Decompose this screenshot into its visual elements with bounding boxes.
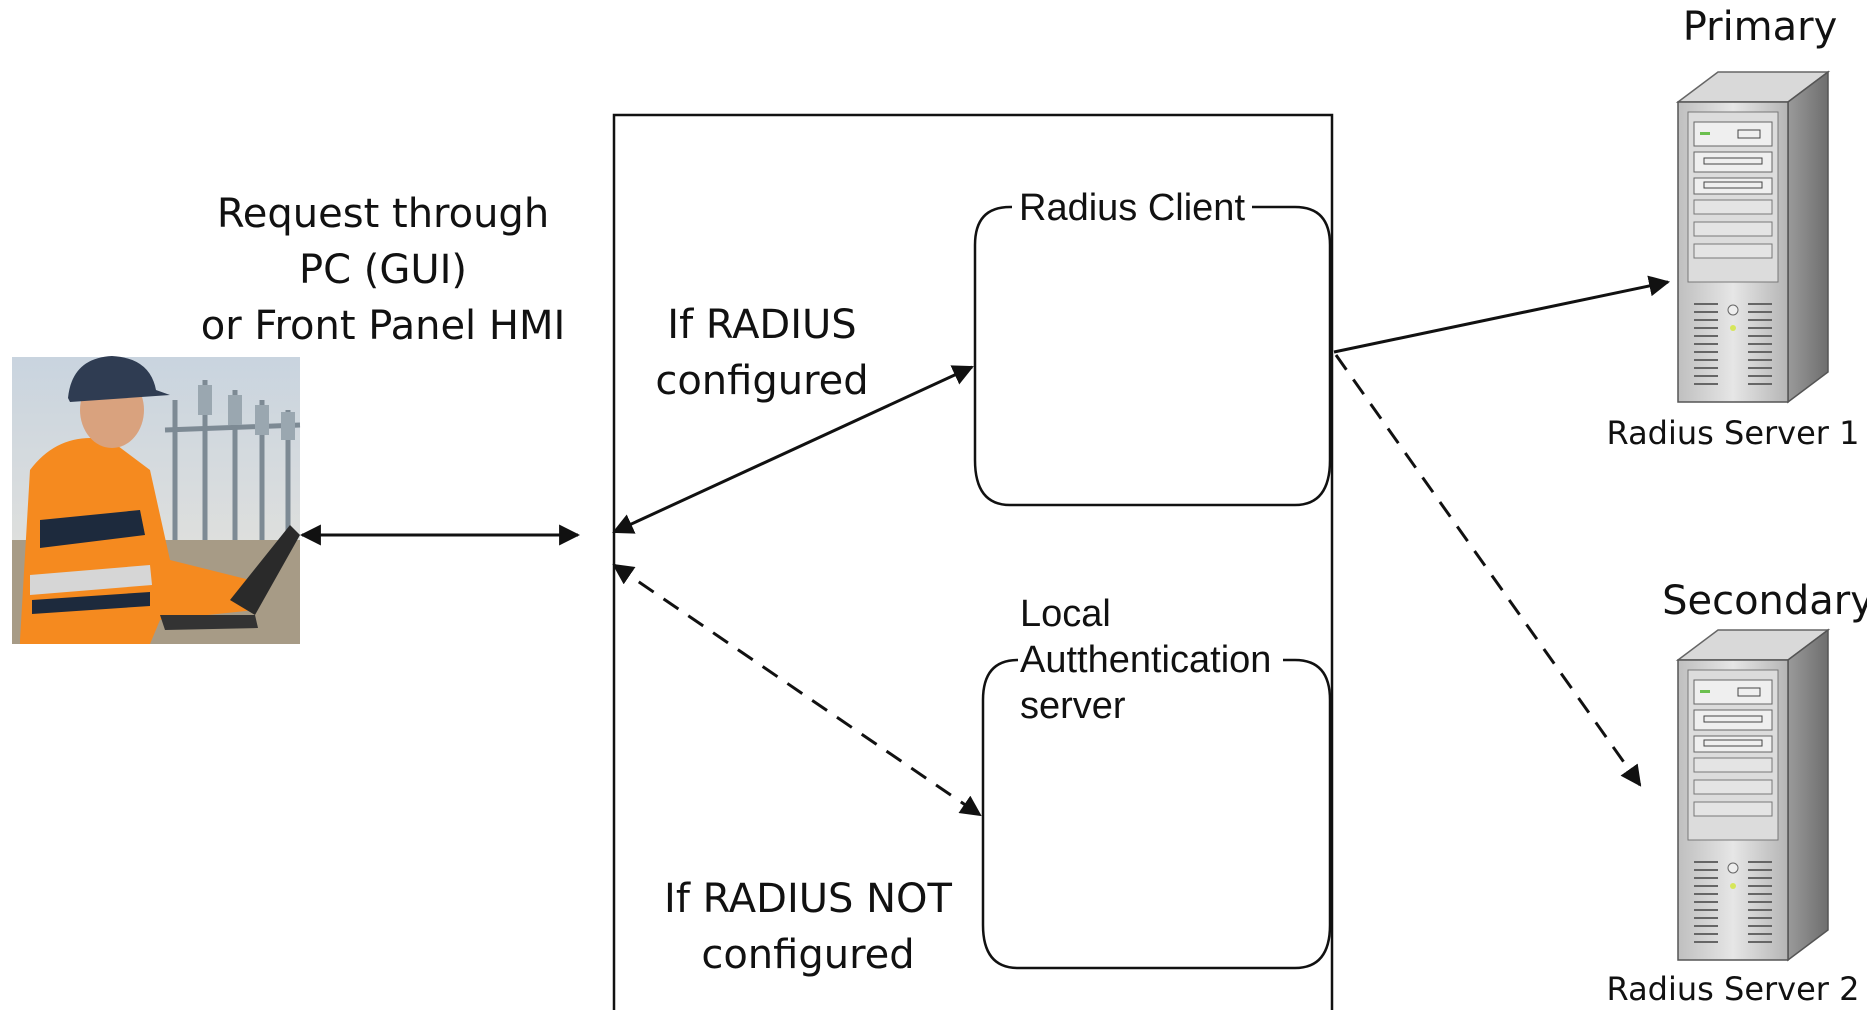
server1-label: Radius Server 1	[1607, 414, 1860, 452]
cond-not-radius-line-2: configured	[701, 932, 914, 978]
local-auth-box	[981, 658, 1332, 970]
primary-server-arrow	[1333, 275, 1671, 354]
primary-label: Primary	[1683, 4, 1838, 50]
radius-client-box	[973, 205, 1332, 507]
secondary-label: Secondary	[1662, 578, 1867, 624]
request-line-3: or Front Panel HMI	[201, 303, 566, 349]
cond-radius-line-1: If RADIUS	[667, 302, 856, 348]
device-box	[612, 113, 1334, 1010]
request-line-1: Request through	[217, 191, 549, 237]
person-photo-icon	[12, 356, 301, 644]
secondary-server-arrow	[1334, 354, 1642, 787]
server-tower-icon	[1677, 71, 1829, 403]
server2-label: Radius Server 2	[1607, 970, 1860, 1008]
radius-client-arrow	[612, 365, 974, 534]
cond-not-radius-line-1: If RADIUS NOT	[664, 876, 953, 922]
request-line-2: PC (GUI)	[299, 247, 467, 293]
local-auth-line-3: server	[1020, 685, 1126, 727]
local-auth-arrow	[612, 563, 982, 817]
server-tower-icon	[1677, 629, 1829, 961]
radius-client-label: Radius Client	[1019, 187, 1245, 229]
local-auth-line-2: Autthentication	[1020, 639, 1271, 681]
cond-radius-line-2: configured	[655, 358, 868, 404]
local-auth-line-1: Local	[1020, 593, 1111, 635]
